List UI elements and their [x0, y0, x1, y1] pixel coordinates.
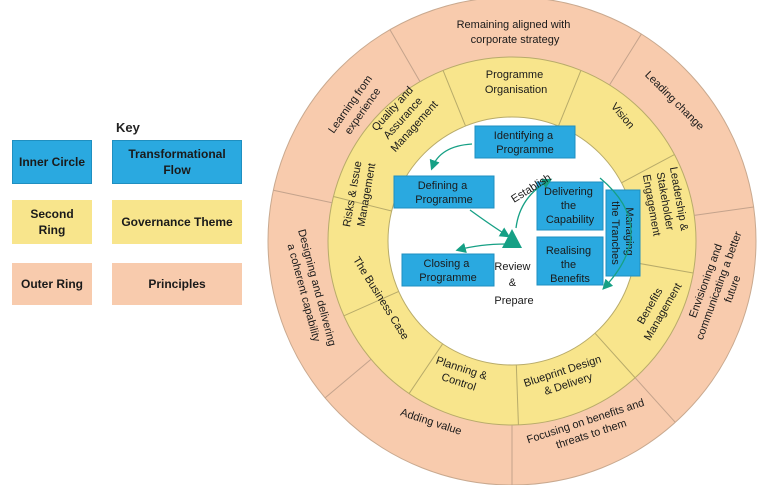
outer-ring-divider-5: [324, 358, 372, 399]
realising-label: Realising the Benefits: [546, 245, 594, 285]
identifying-box: [474, 125, 576, 159]
principle-aligned-strategy: Remaining aligned with corporate strateg…: [457, 19, 574, 46]
key-transformational-flow: Transformational Flow: [112, 140, 242, 184]
key-second-ring: Second Ring: [12, 200, 92, 244]
theme-programme-organisation: Programme Organisation: [485, 69, 547, 96]
middle-ring-divider-8: [333, 196, 392, 212]
arrow-define-to-establish: [469, 209, 511, 238]
defining-label: Defining a Programme: [415, 180, 472, 206]
realising-box: [536, 236, 604, 286]
key-principles: Principles: [112, 263, 242, 305]
key-governance-theme: Governance Theme: [112, 200, 242, 244]
outer-ring-divider-6: [273, 189, 333, 204]
key-outer-ring: Outer Ring: [12, 263, 92, 305]
middle-ring-divider-7: [343, 290, 399, 317]
delivering-box: [536, 181, 604, 231]
outer-ring-divider-2: [694, 206, 754, 216]
middle-ring-divider-0: [442, 70, 467, 127]
middle-ring-divider-2: [621, 154, 675, 184]
middle-ring-divider-3: [634, 262, 694, 274]
arrow-review-to-close: [455, 242, 507, 253]
review-triangle: [502, 229, 522, 248]
review-prepare-label: Review & Prepare: [494, 261, 533, 307]
middle-ring-divider-5: [515, 364, 519, 425]
identifying-label: Identifying a Programme: [494, 130, 556, 156]
arrow-establish-to-deliver: [515, 178, 553, 229]
middle-ring-divider-1: [557, 70, 582, 127]
arrow-identify-to-define: [429, 143, 473, 171]
key-title: Key: [116, 120, 140, 135]
principle-aligned-strategy-line1: Remaining aligned with: [457, 19, 571, 31]
delivering-label: Delivering the Capability: [544, 186, 596, 226]
middle-ring-divider-4: [594, 332, 636, 379]
outer-ring-divider-0: [389, 29, 421, 82]
managing-label: Managing the Tranches: [609, 201, 635, 265]
principle-aligned-strategy-line2: corporate strategy: [471, 34, 560, 46]
outer-ring-divider-3: [634, 377, 676, 423]
closing-label: Closing a Programme: [419, 258, 476, 284]
arrow-tranche-cycle: [599, 177, 632, 290]
outer-ring-divider-1: [609, 33, 642, 86]
defining-box: [393, 175, 495, 209]
middle-ring-divider-6: [408, 343, 444, 394]
key-inner-circle: Inner Circle: [12, 140, 92, 184]
closing-box: [401, 253, 495, 287]
